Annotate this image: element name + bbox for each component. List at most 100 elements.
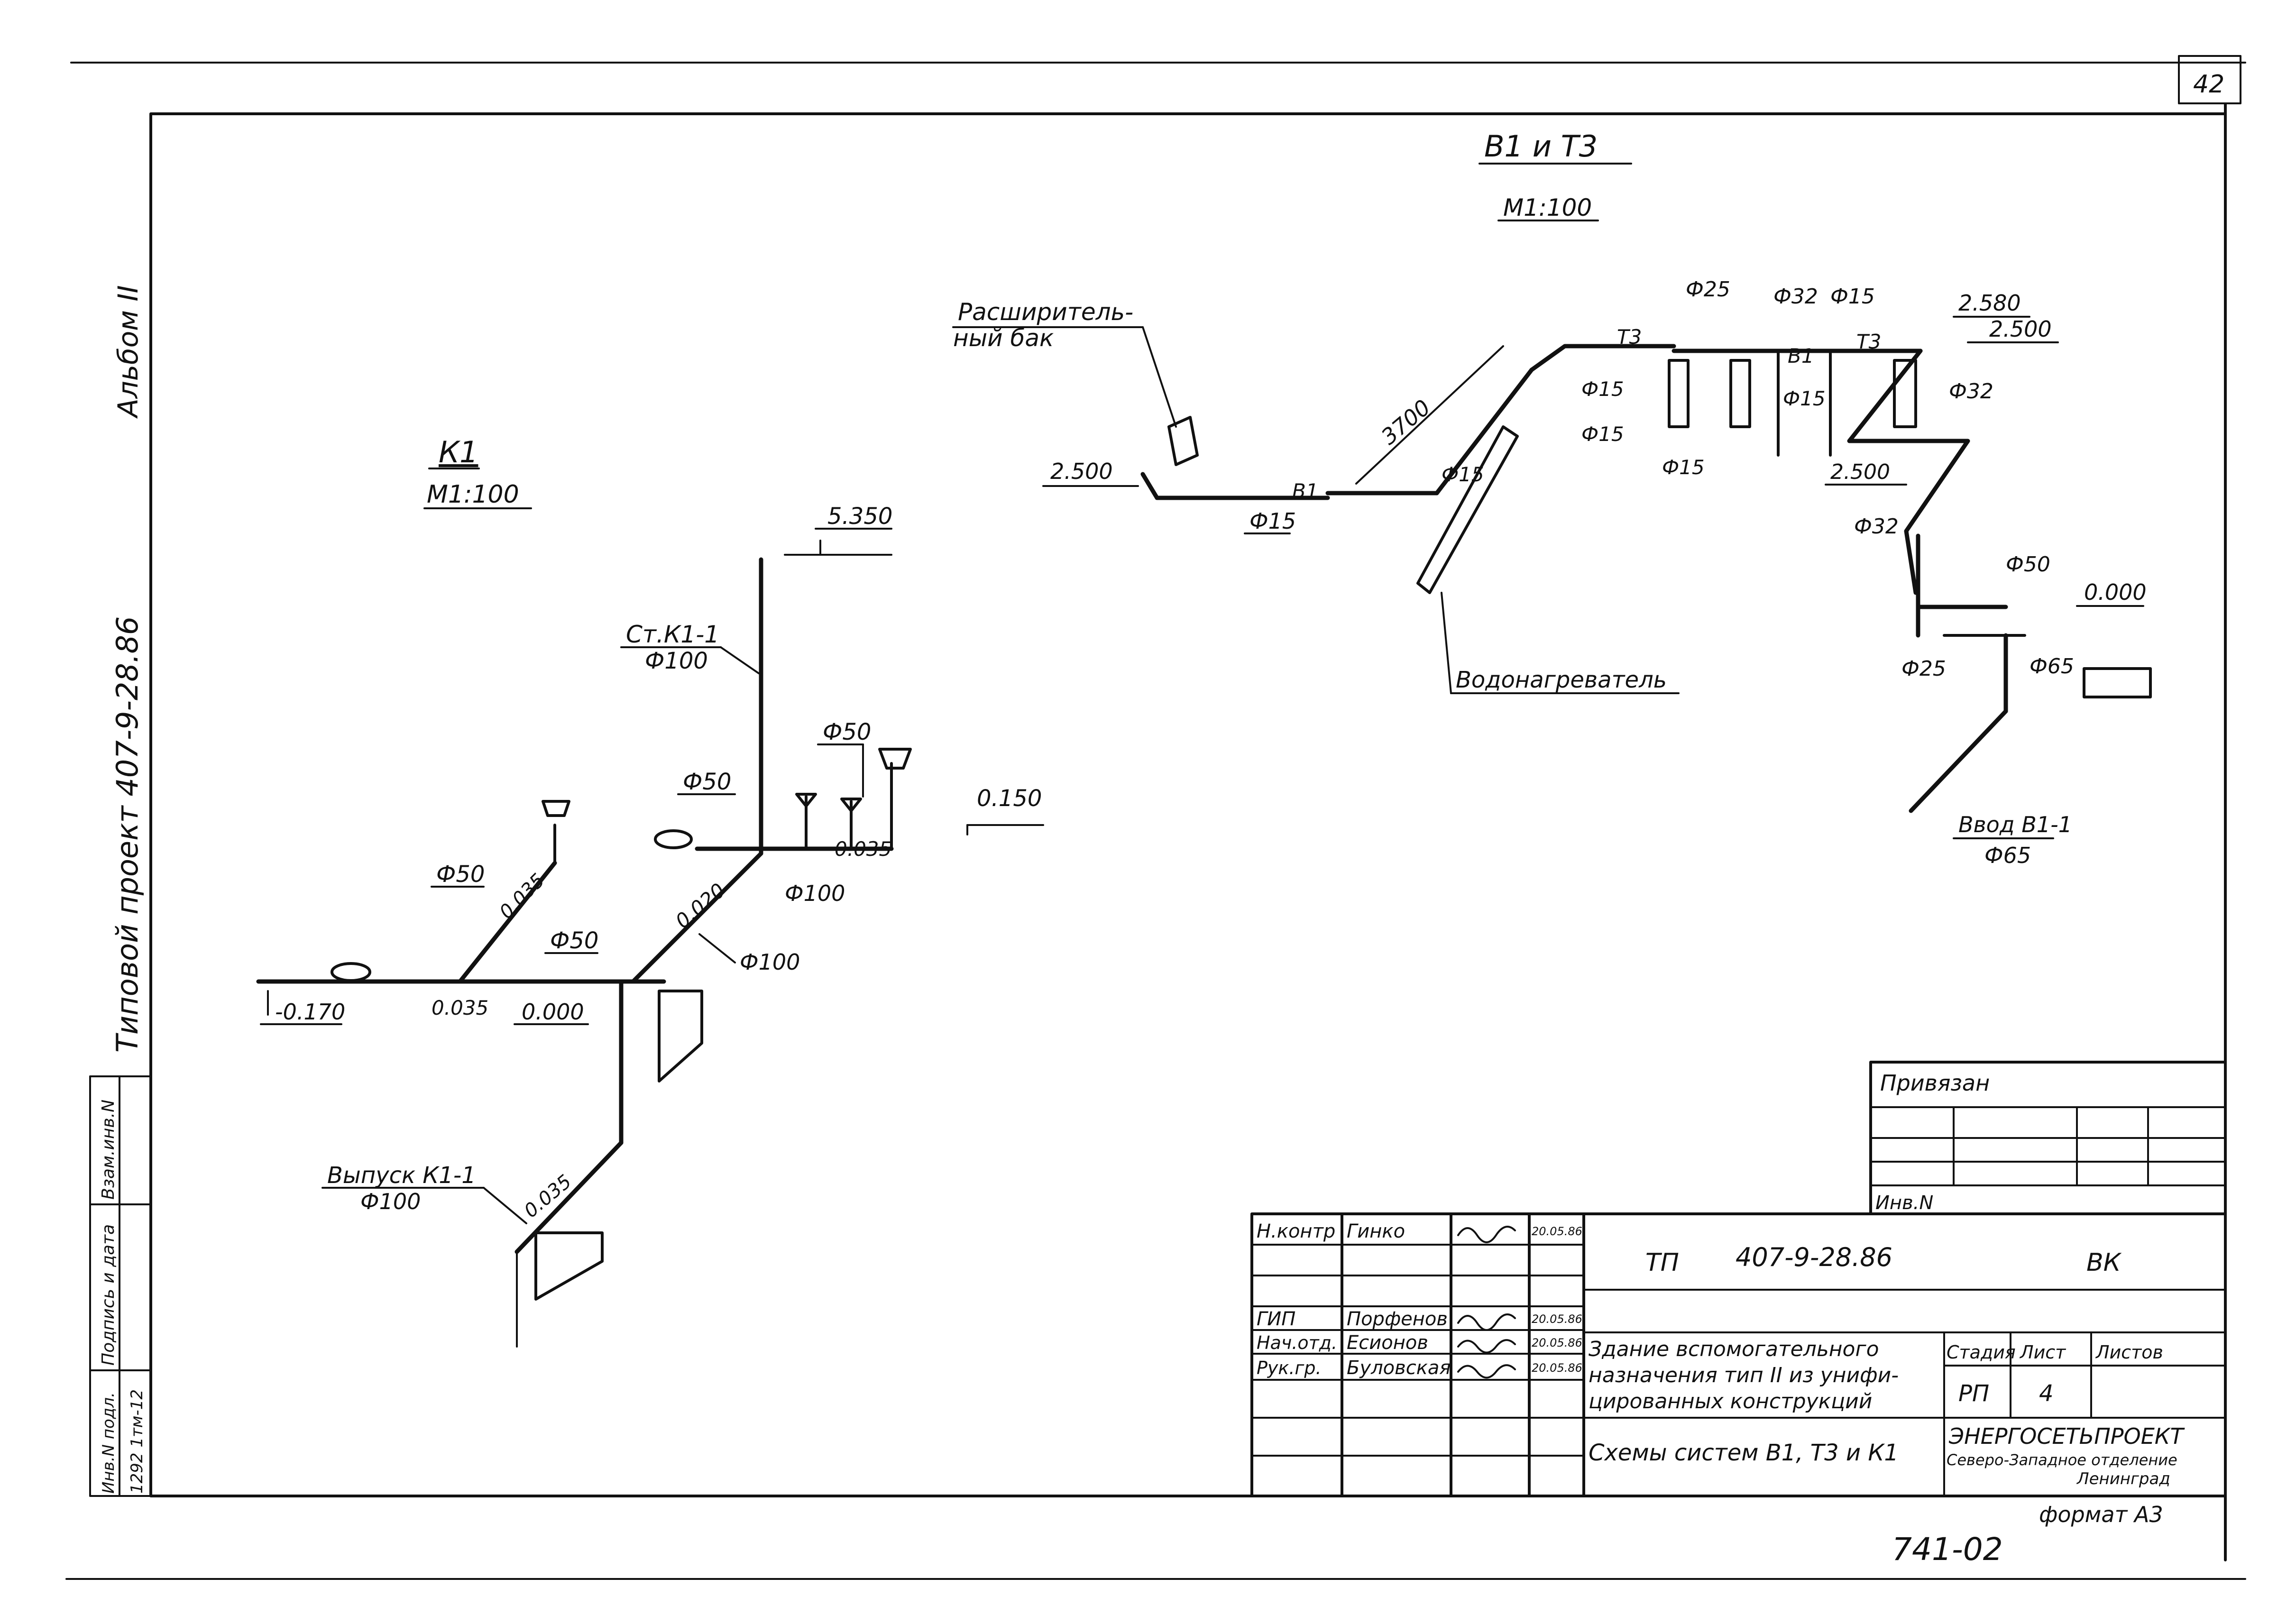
sheet-title: Схемы систем В1, Т3 и К1 — [1589, 1440, 1899, 1466]
project-label: Типовой проект 407-9-28.86 — [110, 616, 145, 1053]
building-1: Здание вспомогательного — [1589, 1337, 1879, 1361]
b1t3-d15-a: Ф15 — [1249, 508, 1296, 534]
expansion-tank-icon — [1167, 416, 1199, 466]
date-5: 20.05.86 — [1532, 1361, 1582, 1375]
b1t3-d25-b: Ф25 — [1901, 657, 1946, 681]
k1-slope-0035-c: 0.035 — [432, 996, 488, 1019]
mark-0000-k1: 0.000 — [522, 999, 584, 1025]
album-label: Альбом II — [112, 285, 144, 419]
mark-2500-a: 2.500 — [1050, 459, 1113, 484]
title-block: Привязан Инв.N Н.контр Гинко 20.05.86 ГИ… — [1250, 1061, 2227, 1527]
inlet-label: Ввод В1-1 — [1958, 812, 2072, 837]
b1t3-d15-g: Ф15 — [1783, 387, 1826, 410]
tank-label-1: Расширитель- — [958, 298, 1133, 326]
mark-2580: 2.580 — [1958, 290, 2021, 316]
date-0: 20.05.86 — [1532, 1225, 1582, 1238]
b1t3-d25-a: Ф25 — [1686, 277, 1730, 302]
b1t3-d50: Ф50 — [2006, 552, 2050, 577]
dim-3700: 3700 — [1376, 395, 1435, 450]
side-col-replace: Взам.инв.N — [99, 1100, 118, 1200]
b1-label-a: В1 — [1292, 479, 1319, 503]
tank-leader — [1142, 326, 1177, 428]
k1-scheme: К1 М1:100 5.350 Ст.К1-1 Ф100 Ф50 Ф50 0.1… — [256, 435, 1044, 1348]
building-2: назначения тип II из унифи- — [1589, 1363, 1899, 1387]
date-4: 20.05.86 — [1532, 1336, 1582, 1349]
fixture-b — [1729, 359, 1751, 428]
name-0: Гинко — [1347, 1220, 1405, 1242]
b1-t3-scheme: В1 и Т3 М1:100 Расширитель- ный бак 2.50… — [952, 129, 2152, 868]
inlet-diagonal — [1909, 709, 2008, 813]
mark-2500-c: 2.500 — [1830, 460, 1890, 484]
k1-outlet-diagonal — [514, 1140, 624, 1254]
role-5: Рук.гр. — [1257, 1358, 1322, 1378]
side-col-sign: Подпись и дата — [99, 1224, 118, 1366]
k1-d100-a: Ф100 — [785, 881, 845, 906]
t3-pipe — [1529, 344, 1676, 372]
signature-5 — [1457, 1364, 1516, 1379]
signature-4 — [1457, 1339, 1516, 1354]
b1t3-scale: М1:100 — [1503, 194, 1592, 221]
b1t3-d15-e: Ф15 — [1830, 284, 1875, 309]
k1-main-diagonal — [631, 851, 763, 984]
b1-pipe-1 — [1140, 472, 1330, 500]
t3-label-a: Т3 — [1617, 325, 1642, 349]
b1t3-d15-d: Ф15 — [1581, 422, 1624, 446]
dim-3700-line — [1355, 345, 1504, 485]
doc-tp: ТП — [1645, 1248, 1679, 1277]
k1-title: К1 — [439, 435, 478, 469]
side-col-inv: Инв.N подл. — [99, 1392, 118, 1494]
sheet-value: 4 — [2039, 1380, 2054, 1407]
inlet-d: Ф65 — [1984, 843, 2031, 868]
mark-0150: 0.150 — [977, 785, 1042, 812]
wc-icon — [654, 829, 693, 849]
doc-mark: ВК — [2086, 1248, 2122, 1277]
wc-icon-2 — [331, 962, 371, 982]
main-stamp — [1250, 1212, 2227, 1497]
b1-label-b: В1 — [1788, 344, 1814, 367]
drain-icon-1 — [795, 793, 817, 807]
outlet-label: Выпуск К1-1 — [327, 1162, 476, 1189]
k1-well-2 — [534, 1231, 604, 1301]
b1t3-d32-a: Ф32 — [1773, 284, 1818, 309]
k1-d100-b-leader — [698, 933, 736, 963]
privyazan-label: Привязан — [1880, 1070, 1990, 1096]
name-4: Есионов — [1347, 1332, 1428, 1354]
heater-pipe — [1434, 367, 1534, 495]
washbasin-icon — [878, 748, 912, 770]
mark-0000-b1: 0.000 — [2084, 579, 2147, 605]
t3-label-b: Т3 — [1856, 330, 1881, 353]
side-inv-value: 1292 1тм-12 — [128, 1389, 147, 1494]
k1-scale: М1:100 — [427, 480, 519, 509]
heater-leader — [1441, 592, 1452, 694]
fixture-c — [1893, 359, 1917, 428]
building-3: цированных конструкций — [1589, 1389, 1872, 1413]
k1-d50-c: Ф50 — [436, 861, 485, 888]
k1-d50-a: Ф50 — [683, 769, 731, 795]
b1t3-d65-a: Ф65 — [2030, 654, 2074, 679]
signature-0 — [1457, 1226, 1516, 1243]
date-3: 20.05.86 — [1532, 1312, 1582, 1326]
h-sheets: Листов — [2095, 1342, 2163, 1363]
fixture-a — [1668, 359, 1690, 428]
k1-d50-b: Ф50 — [823, 719, 871, 745]
st-k1-leader — [720, 646, 760, 674]
mark-m0170: -0.170 — [275, 999, 345, 1025]
doc-code: 407-9-28.86 — [1736, 1242, 1892, 1272]
bottom-stamp: 741-02 — [1892, 1531, 2003, 1568]
role-3: ГИП — [1257, 1308, 1295, 1330]
drain-icon-2 — [840, 798, 862, 812]
mark-5350: 5.350 — [827, 503, 892, 530]
outlet-d: Ф100 — [360, 1189, 421, 1214]
k1-d100-b: Ф100 — [740, 949, 800, 975]
org-2: Северо-Западное отделение — [1947, 1451, 2177, 1469]
side-stamp: Альбом II Типовой проект 407-9-28.86 Вза… — [89, 285, 152, 1497]
k1-well-1 — [658, 990, 703, 1083]
name-3: Порфенов — [1347, 1308, 1448, 1330]
mark-2500-b: 2.500 — [1989, 316, 2052, 342]
t3-down-pipe — [1847, 349, 1970, 595]
inv-n-label: Инв.N — [1875, 1192, 1933, 1214]
k1-slope-0035-a: 0.035 — [835, 837, 891, 861]
signature-3 — [1457, 1313, 1516, 1331]
format-label: формат А3 — [2039, 1502, 2163, 1527]
